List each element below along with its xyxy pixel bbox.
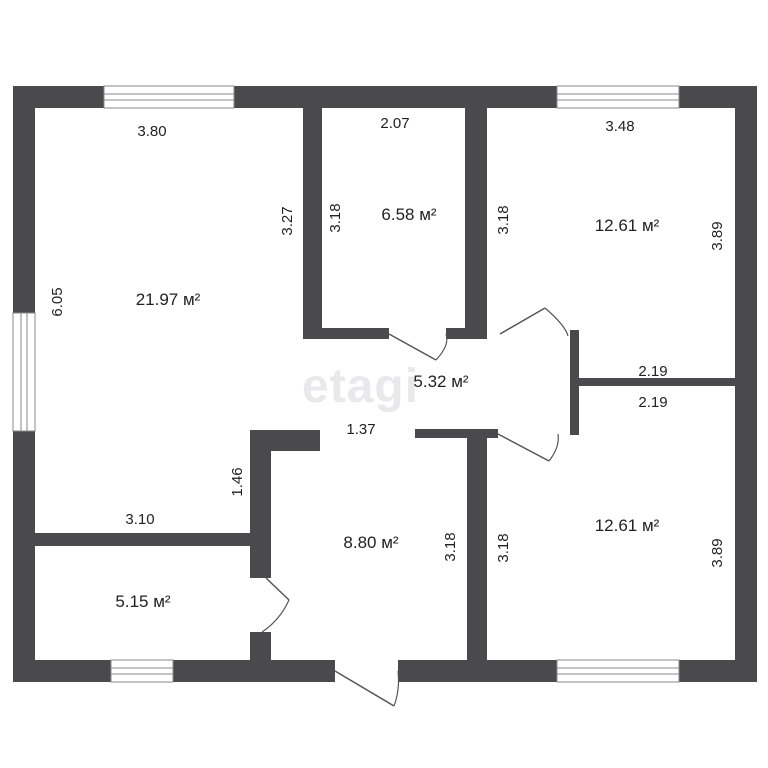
bedroom-tr-left-dim: 3.18 — [495, 205, 512, 234]
living-left-dim: 6.05 — [49, 287, 66, 316]
wall-hall-left-upper — [250, 430, 271, 578]
wall-bottom-right-room-left — [467, 429, 487, 660]
living-right-dim: 3.27 — [279, 206, 296, 235]
window-bottom-right — [556, 659, 680, 683]
wall-right — [735, 86, 757, 682]
wall-hall-left-lower — [250, 632, 271, 660]
wall-right-rooms-divider — [570, 378, 735, 386]
door-small-room — [388, 333, 448, 361]
living-top-dim: 3.80 — [137, 123, 166, 140]
wall-living-right — [303, 108, 322, 338]
living-area: 21.97 м² — [136, 290, 201, 309]
small-room-area: 6.58 м² — [381, 205, 436, 224]
bedroom-tr-bottom-dim: 2.19 — [638, 363, 667, 380]
small-room-top-dim: 2.07 — [380, 115, 409, 132]
window-top-left — [103, 85, 235, 109]
wall-corridor-bottom — [415, 429, 498, 438]
watermark: etagi — [302, 360, 419, 413]
bedroom-br-area: 12.61 м² — [595, 516, 660, 535]
hall-area: 8.80 м² — [343, 533, 398, 552]
bedroom-tr-area: 12.61 м² — [595, 216, 660, 235]
corridor-area: 5.32 м² — [413, 372, 468, 391]
bedroom-tr-right-dim: 3.89 — [709, 221, 726, 250]
door-bedroom-bottom-right — [497, 433, 559, 462]
wall-small-bottom — [303, 328, 389, 339]
wall-corridor-top — [446, 328, 487, 339]
bedroom-br-top-dim: 2.19 — [638, 394, 667, 411]
bedroom-br-right-dim: 3.89 — [709, 538, 726, 567]
wall-bottom-left — [13, 660, 335, 682]
door-bathroom — [261, 577, 290, 633]
corridor-width-dim: 1.37 — [346, 421, 375, 438]
window-bottom-left — [110, 659, 174, 683]
hall-left-dim: 1.46 — [229, 467, 246, 496]
small-room-left-dim: 3.18 — [327, 203, 344, 232]
interior-walls — [35, 108, 735, 660]
bedroom-br-left-dim: 3.18 — [495, 533, 512, 562]
hall-right-dim: 3.18 — [442, 532, 459, 561]
window-top-right — [556, 85, 680, 109]
door-entrance — [334, 670, 400, 707]
living-bottom-dim: 3.10 — [125, 511, 154, 528]
bathroom-area: 5.15 м² — [115, 592, 170, 611]
wall-bathroom-top — [35, 533, 250, 546]
doors — [261, 307, 569, 707]
windows — [12, 85, 680, 683]
door-bedroom-top-right — [499, 307, 569, 337]
wall-small-right — [465, 108, 487, 336]
window-left — [12, 312, 36, 432]
bedroom-tr-top-dim: 3.48 — [605, 118, 634, 135]
